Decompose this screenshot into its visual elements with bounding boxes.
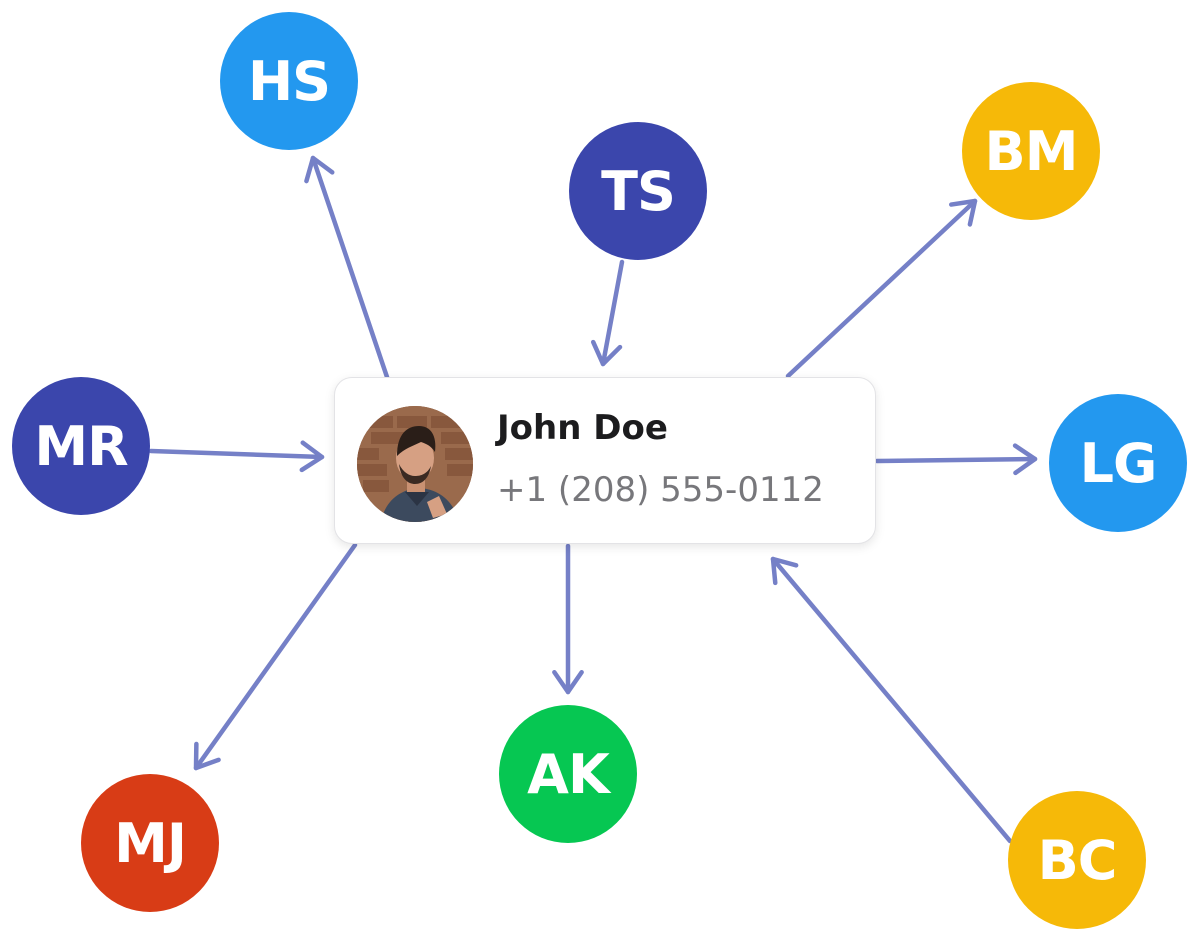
contact-node-bc[interactable]: BC <box>1008 791 1146 929</box>
arrowhead-ts <box>590 339 623 367</box>
contact-name: John Doe <box>497 408 668 448</box>
arrowhead-bc <box>770 556 799 586</box>
edge-ts <box>600 259 625 367</box>
arrowhead-ak <box>552 669 584 695</box>
contact-initials-mr: MR <box>34 414 128 478</box>
edge-hs <box>310 155 390 380</box>
contact-node-ak[interactable]: AK <box>499 705 637 843</box>
arrowhead-mr <box>299 440 325 473</box>
contact-node-bm[interactable]: BM <box>962 82 1100 220</box>
contact-phone: +1 (208) 555-0112 <box>497 470 824 510</box>
contact-initials-bc: BC <box>1037 828 1118 892</box>
edge-bc <box>770 556 1013 844</box>
contact-node-mj[interactable]: MJ <box>81 774 219 912</box>
contact-node-hs[interactable]: HS <box>220 12 358 150</box>
person-photo-icon <box>357 406 473 522</box>
contact-node-mr[interactable]: MR <box>12 377 150 515</box>
contact-initials-lg: LG <box>1079 431 1158 495</box>
arrowhead-bm <box>949 198 978 227</box>
contact-initials-ak: AK <box>527 742 610 806</box>
contact-initials-ts: TS <box>601 159 676 223</box>
edge-lg <box>874 456 1038 464</box>
contact-initials-hs: HS <box>247 49 331 113</box>
edge-mr <box>148 448 325 460</box>
arrowhead-mj <box>193 741 221 771</box>
contact-node-lg[interactable]: LG <box>1049 394 1187 532</box>
contact-card[interactable]: John Doe +1 (208) 555-0112 <box>334 377 876 544</box>
contact-initials-mj: MJ <box>114 811 187 875</box>
contact-node-ts[interactable]: TS <box>569 122 707 260</box>
edge-mj <box>193 542 358 771</box>
arrowhead-hs <box>304 155 335 184</box>
contact-initials-bm: BM <box>984 119 1079 183</box>
arrowhead-lg <box>1012 443 1038 476</box>
edge-bm <box>785 198 978 379</box>
